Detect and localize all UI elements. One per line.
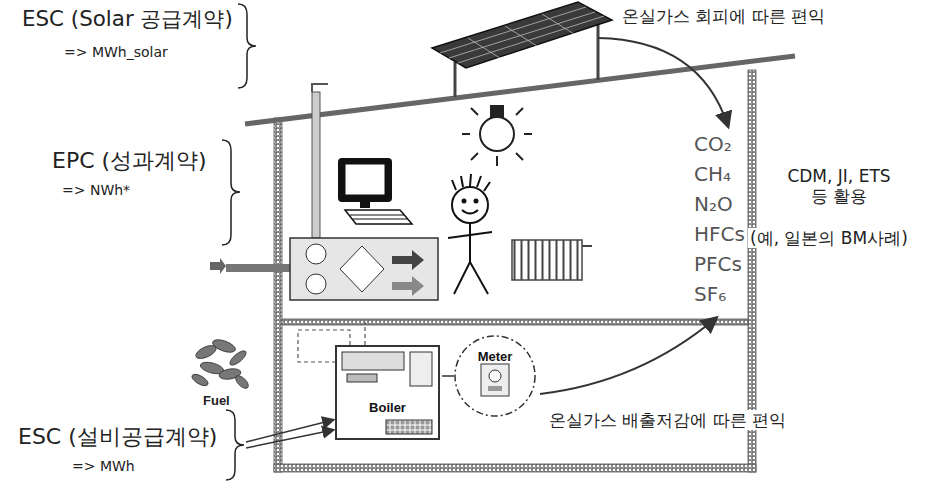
monitor-screen [345, 164, 385, 195]
gas-name: PFCs [692, 252, 744, 276]
benefit-arrow [598, 38, 728, 126]
pipe [364, 322, 365, 345]
panel-post [597, 22, 600, 80]
bulb-ray [516, 108, 523, 115]
solar-grid-line [542, 14, 574, 34]
boiler-control [347, 374, 377, 382]
fan [306, 274, 326, 294]
bulb-ray [516, 153, 523, 160]
person [448, 174, 492, 294]
bulb-base [491, 106, 503, 117]
gas-name: CO₂ [692, 132, 734, 156]
boiler-panel [342, 352, 404, 370]
energy-unit: => NWh* [62, 182, 130, 199]
leg [454, 262, 470, 294]
meter-circle: Meter [453, 334, 537, 418]
wood-chip [211, 337, 237, 355]
meter-link [442, 375, 454, 377]
wood-chip [190, 372, 210, 388]
smile [462, 210, 478, 214]
arms [448, 232, 492, 238]
floor [282, 319, 748, 325]
fuel-label: Fuel [203, 393, 230, 409]
meter-outline [453, 334, 537, 418]
solar-panel [432, 2, 612, 68]
mechanism-note: CDM, JI, ETS 등 활용 [776, 166, 902, 207]
meter-outline-circle [455, 336, 535, 416]
monitor [338, 158, 392, 202]
gas-name: CH₄ [692, 162, 733, 186]
air-arrow [210, 258, 226, 274]
keyboard-row [353, 219, 408, 220]
air-duct [226, 264, 290, 272]
boiler-box: Boiler [335, 345, 440, 440]
supply-arrow [246, 430, 333, 448]
flue-pipe [312, 92, 320, 238]
bracket [222, 140, 240, 245]
ventilation-unit [290, 238, 438, 300]
solar-grid-line [440, 7, 586, 53]
leg [470, 262, 488, 294]
contract-title: ESC (Solar 공급계약) [22, 6, 233, 32]
body [469, 223, 471, 262]
radiator [512, 240, 582, 280]
gas-name: N₂O [692, 192, 735, 216]
roof [245, 56, 795, 124]
fuel-chips [190, 337, 250, 390]
bulb-ray [471, 153, 478, 160]
bulb-ray [471, 108, 478, 115]
contract-title: ESC (설비공급계약) [18, 424, 217, 450]
fan [306, 244, 326, 264]
meter-dial [489, 370, 501, 382]
radiator-valve [582, 245, 592, 247]
solar-grid [440, 7, 604, 63]
meter-display [488, 386, 502, 391]
contract-title: EPC (성과계약) [52, 148, 207, 174]
boiler-door [410, 352, 432, 386]
benefit-note: 온실가스 회피에 따른 편익 [622, 6, 825, 26]
monitor-stand [360, 202, 370, 208]
solar-grid-line [468, 38, 500, 58]
boiler-grill [386, 420, 432, 434]
keyboard [345, 210, 412, 224]
benefit-arrow [540, 318, 716, 394]
air-flow-arrow [392, 276, 424, 296]
solar-grid-line [505, 26, 537, 46]
bracket [226, 410, 244, 480]
bulb-ray [496, 156, 498, 166]
bulb-ray [462, 133, 470, 135]
benefit-note: 온실가스 배출저감에 따른 편익 [547, 410, 788, 430]
head [452, 187, 488, 223]
floor [274, 464, 756, 472]
meter-icon [481, 364, 509, 396]
solar-grid-line [449, 12, 595, 58]
wood-chip [228, 349, 248, 368]
wall [274, 118, 282, 472]
solar-grid-line [458, 16, 604, 63]
bulb-glass [480, 117, 514, 151]
light-bulb [462, 106, 532, 166]
gas-name: HFCs [692, 222, 747, 246]
panel-post [454, 62, 457, 97]
wood-chip [234, 374, 251, 391]
air-flow-arrow [392, 250, 424, 270]
example-note: (예, 일본의 BM사례) [748, 228, 910, 248]
keyboard-row [350, 215, 404, 216]
eye [463, 200, 466, 203]
energy-unit: => MWh_solar [64, 44, 168, 61]
eye [475, 200, 478, 203]
flue-cap [312, 84, 328, 92]
gas-name: SF₆ [692, 282, 728, 306]
bulb-ray [524, 133, 532, 135]
energy-unit: => MWh [72, 458, 135, 475]
node-label: Boiler [369, 400, 406, 415]
node-label: Meter [478, 349, 513, 364]
heat-exchanger [340, 246, 384, 292]
bracket [238, 4, 256, 88]
